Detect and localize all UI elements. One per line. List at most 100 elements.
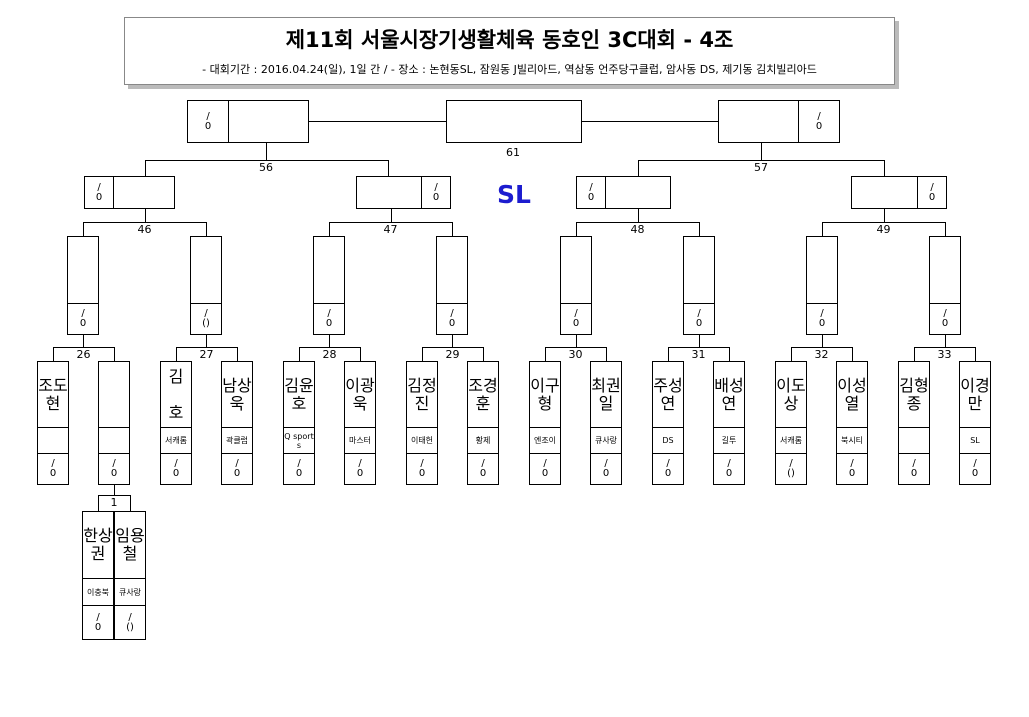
bracket-line <box>176 347 238 348</box>
player-name: 이광욱 <box>344 361 376 428</box>
semi-player-box <box>228 100 309 143</box>
bracket-line <box>309 121 447 122</box>
prelim-player-club: 큐사랑 <box>114 578 146 606</box>
player-name: 김정진 <box>406 361 438 428</box>
player-club <box>98 427 130 454</box>
score-box: /() <box>190 303 222 335</box>
bracket-line <box>576 335 577 348</box>
score-box: /0 <box>187 100 229 143</box>
bracket-line <box>388 160 389 177</box>
bracket-line <box>83 222 84 237</box>
bracket-line <box>852 347 853 362</box>
player-name: 김형종 <box>898 361 930 428</box>
bracket-line <box>883 209 885 223</box>
match-number: 33 <box>937 348 952 361</box>
bracket-line <box>145 160 146 177</box>
player-name: 이도상 <box>775 361 807 428</box>
bracket-line <box>98 495 99 512</box>
semi-player-box <box>718 100 799 143</box>
player-club: 북시티 <box>836 427 868 454</box>
match-number: 48 <box>630 223 645 236</box>
match-number: 56 <box>259 161 273 174</box>
quarter-player-box <box>356 176 422 209</box>
r16-player-box <box>190 236 222 304</box>
score-box: /() <box>114 605 146 640</box>
score-box: /0 <box>652 453 684 485</box>
quarter-player-box <box>113 176 175 209</box>
player-name: 김윤호 <box>283 361 315 428</box>
score-box: /0 <box>344 453 376 485</box>
bracket-line <box>452 222 453 237</box>
score-box: /0 <box>406 453 438 485</box>
score-box: /0 <box>590 453 622 485</box>
r16-player-box <box>560 236 592 304</box>
player-name: 이경만 <box>959 361 991 428</box>
r16-player-box <box>436 236 468 304</box>
score-box: /0 <box>98 453 130 485</box>
bracket-line <box>975 347 976 362</box>
match-number: 28 <box>322 348 337 361</box>
score-box: /0 <box>713 453 745 485</box>
bracket-line <box>791 347 792 362</box>
player-name: 배성연 <box>713 361 745 428</box>
player-club: 이태헌 <box>406 427 438 454</box>
score-box: /0 <box>898 453 930 485</box>
prelim-player-name: 한상권 <box>82 511 114 579</box>
bracket-line <box>130 495 131 512</box>
prelim-player-name: 임용철 <box>114 511 146 579</box>
score-box: /0 <box>560 303 592 335</box>
player-name: 조도현 <box>37 361 69 428</box>
bracket-line <box>422 347 484 348</box>
bracket-line <box>638 160 639 177</box>
player-club <box>37 427 69 454</box>
venue-label: SL <box>497 180 531 209</box>
r16-player-box <box>67 236 99 304</box>
bracket-line <box>884 160 885 177</box>
score-box: /0 <box>37 453 69 485</box>
player-name: 최권일 <box>590 361 622 428</box>
match-number: 27 <box>199 348 214 361</box>
bracket-line <box>390 209 392 223</box>
bracket-line <box>637 209 639 223</box>
player-club: SL <box>959 427 991 454</box>
player-name: 조경훈 <box>467 361 499 428</box>
score-box: /0 <box>160 453 192 485</box>
score-box: /0 <box>221 453 253 485</box>
score-box: /0 <box>529 453 561 485</box>
score-box: /0 <box>313 303 345 335</box>
bracket-line <box>145 160 389 161</box>
bracket-line <box>144 209 146 223</box>
r16-player-box <box>929 236 961 304</box>
bracket-line <box>329 222 330 237</box>
player-name: 이구형 <box>529 361 561 428</box>
score-box: /0 <box>959 453 991 485</box>
player-name <box>98 361 130 428</box>
bracket-line <box>266 143 267 161</box>
bracket-line <box>53 347 115 348</box>
score-box: /0 <box>806 303 838 335</box>
player-club <box>898 427 930 454</box>
player-club: 마스터 <box>344 427 376 454</box>
player-club: Q sports <box>283 427 315 454</box>
score-box: /0 <box>82 605 114 640</box>
score-box: /0 <box>283 453 315 485</box>
bracket-line <box>114 485 115 496</box>
score-box: /0 <box>467 453 499 485</box>
bracket-line <box>206 335 207 348</box>
player-club: 큐사랑 <box>590 427 622 454</box>
bracket-line <box>98 495 131 496</box>
r16-player-box <box>806 236 838 304</box>
score-box: /0 <box>84 176 114 209</box>
title-box: 제11회 서울시장기생활체육 동호인 3C대회 - 4조 - 대회기간 : 20… <box>124 17 895 85</box>
r16-player-box <box>313 236 345 304</box>
player-club: 황제 <box>467 427 499 454</box>
player-name: 주성연 <box>652 361 684 428</box>
bracket-line <box>761 143 762 161</box>
bracket-line <box>360 347 361 362</box>
page-subtitle: - 대회기간 : 2016.04.24(일), 1일 간 / - 장소 : 논현… <box>202 63 817 76</box>
score-box: /0 <box>421 176 451 209</box>
match-number: 57 <box>754 161 768 174</box>
match-number: 31 <box>691 348 706 361</box>
player-club: 곽클럽 <box>221 427 253 454</box>
